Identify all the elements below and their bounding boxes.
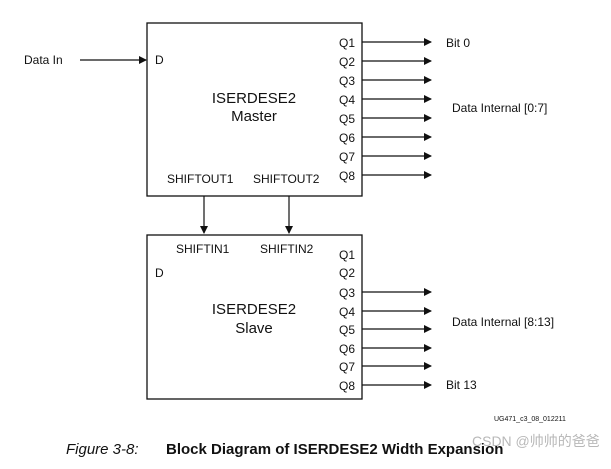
master-d-port: D	[155, 53, 164, 67]
master-outputs: Q1 Q2 Q3 Q4 Q5 Q6 Q7 Q8	[339, 36, 432, 183]
master-q7-port: Q7	[339, 150, 355, 164]
slave-shiftin2-port: SHIFTIN2	[260, 242, 314, 256]
master-q4-port: Q4	[339, 93, 355, 107]
caption-number: Figure 3-8:	[66, 441, 139, 458]
master-q8-port: Q8	[339, 169, 355, 183]
master-block-name: ISERDESE2	[212, 90, 296, 107]
data-internal-master-label: Data Internal [0:7]	[452, 101, 547, 115]
slave-q5-port: Q5	[339, 323, 355, 337]
slave-q1-port: Q1	[339, 248, 355, 262]
slave-q2-port: Q2	[339, 266, 355, 280]
master-q5-port: Q5	[339, 112, 355, 126]
master-q1-port: Q1	[339, 36, 355, 50]
slave-shiftin1-port: SHIFTIN1	[176, 242, 230, 256]
slave-block-name: ISERDESE2	[212, 301, 296, 318]
master-shiftout2-port: SHIFTOUT2	[253, 172, 320, 186]
bit13-label: Bit 13	[446, 378, 477, 392]
master-block	[146, 22, 363, 197]
master-block-role: Master	[231, 108, 277, 125]
figure-id: UG471_c3_08_012211	[494, 416, 566, 423]
slave-d-port: D	[155, 266, 164, 280]
master-q2-port: Q2	[339, 55, 355, 69]
caption-title: Block Diagram of ISERDESE2 Width Expansi…	[166, 441, 503, 458]
data-in-label: Data In	[24, 53, 63, 67]
master-q3-port: Q3	[339, 74, 355, 88]
master-q6-port: Q6	[339, 131, 355, 145]
master-shiftout1-port: SHIFTOUT1	[167, 172, 234, 186]
slave-q3-port: Q3	[339, 286, 355, 300]
watermark: CSDN @帅帅的爸爸	[472, 433, 600, 449]
data-internal-slave-label: Data Internal [8:13]	[452, 315, 554, 329]
slave-block-role: Slave	[235, 320, 273, 337]
slave-q7-port: Q7	[339, 360, 355, 374]
slave-outputs: Q1 Q2 Q3 Q4 Q5 Q6 Q7 Q8	[339, 248, 432, 393]
slave-q6-port: Q6	[339, 342, 355, 356]
slave-q8-port: Q8	[339, 379, 355, 393]
slave-q4-port: Q4	[339, 305, 355, 319]
slave-block	[146, 234, 363, 400]
bit0-label: Bit 0	[446, 36, 470, 50]
